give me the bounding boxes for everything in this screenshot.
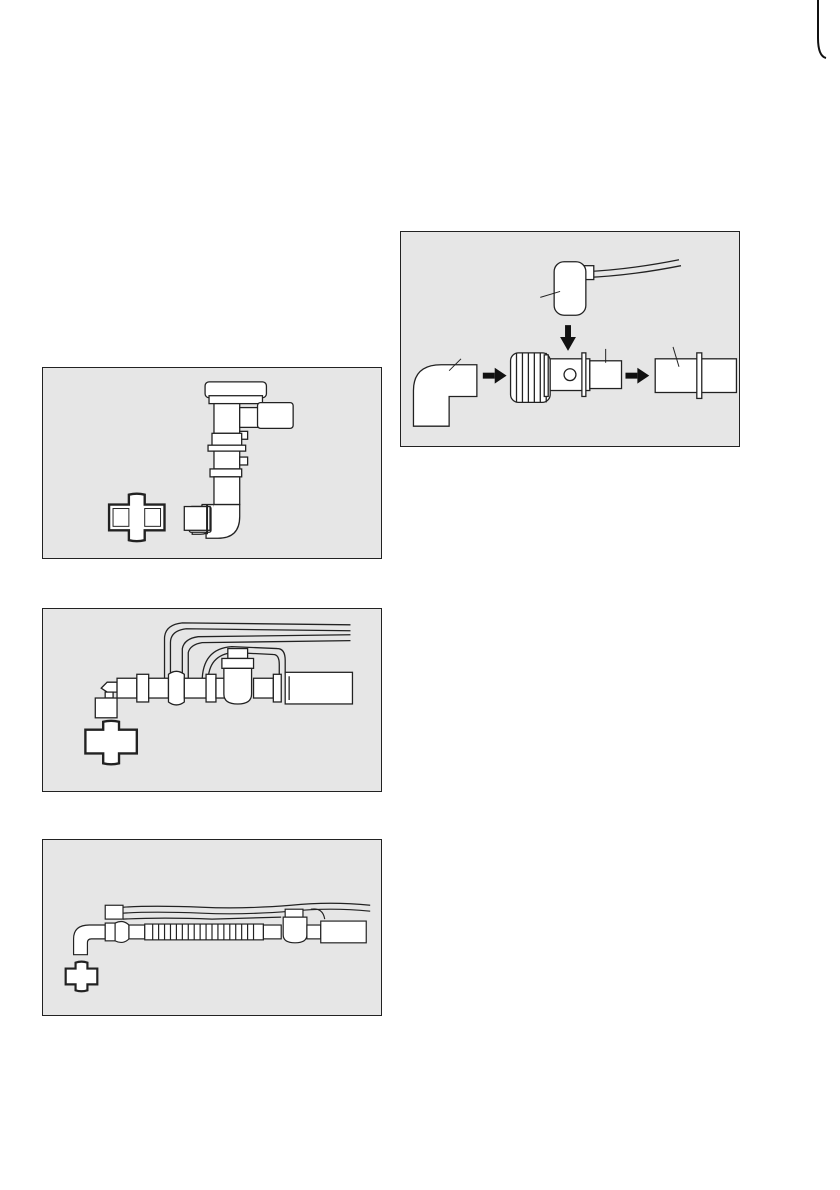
sensor-adapter-illustration: [401, 232, 739, 446]
down-tube: [214, 477, 240, 505]
outlet-tube: [321, 921, 366, 943]
figure-breathing-circuit-water-trap: [42, 608, 382, 792]
bacterial-filter: [109, 494, 164, 541]
humidifier-chamber-illustration: [43, 368, 381, 558]
arrow-right-icon: [483, 368, 507, 384]
water-trap: [224, 668, 252, 704]
connector-1: [117, 678, 137, 698]
breathing-circuit-illustration: [43, 609, 381, 791]
tube-overhead-2: [123, 909, 370, 914]
sensor-cable: [586, 260, 679, 272]
flange: [208, 445, 246, 451]
figure-sensor-adapter-assembly: [400, 231, 740, 447]
side-collar: [240, 408, 260, 428]
adapter-outlet: [590, 361, 622, 389]
binding-mark-icon: [808, 0, 832, 60]
figure-humidifier-chamber: [42, 367, 382, 559]
tube-overhead-3: [123, 917, 281, 919]
lower-collar: [212, 433, 242, 445]
tube-overhead-1: [123, 903, 370, 908]
sensor-box: [105, 905, 123, 919]
large-tube: [285, 672, 352, 704]
small-elbow: [101, 682, 117, 692]
arrow-down-icon: [560, 325, 576, 351]
chamber-cap-ring: [209, 396, 262, 404]
corrugated-circuit-illustration: [43, 840, 381, 1015]
elbow: [74, 925, 106, 955]
y-piece: [168, 671, 184, 705]
trap-cap: [228, 649, 248, 659]
bacterial-filter: [66, 962, 98, 992]
sensor-head: [554, 262, 586, 316]
binding-marks: [808, 0, 832, 60]
figure-breathing-circuit-corrugated: [42, 839, 382, 1016]
outlet-tube: [655, 359, 736, 393]
port-b: [240, 457, 248, 465]
lower-ring: [210, 469, 242, 477]
water-trap: [283, 917, 307, 943]
tube-upper-1: [165, 623, 351, 678]
chamber-body: [214, 404, 240, 434]
elbow-connector: [413, 365, 476, 426]
lower-body: [214, 451, 240, 469]
corrugated-tube: [145, 924, 264, 940]
filter-adapter: [95, 698, 117, 718]
side-outlet: [258, 403, 294, 429]
bacterial-filter: [85, 721, 136, 765]
arrow-right-icon: [625, 368, 649, 384]
